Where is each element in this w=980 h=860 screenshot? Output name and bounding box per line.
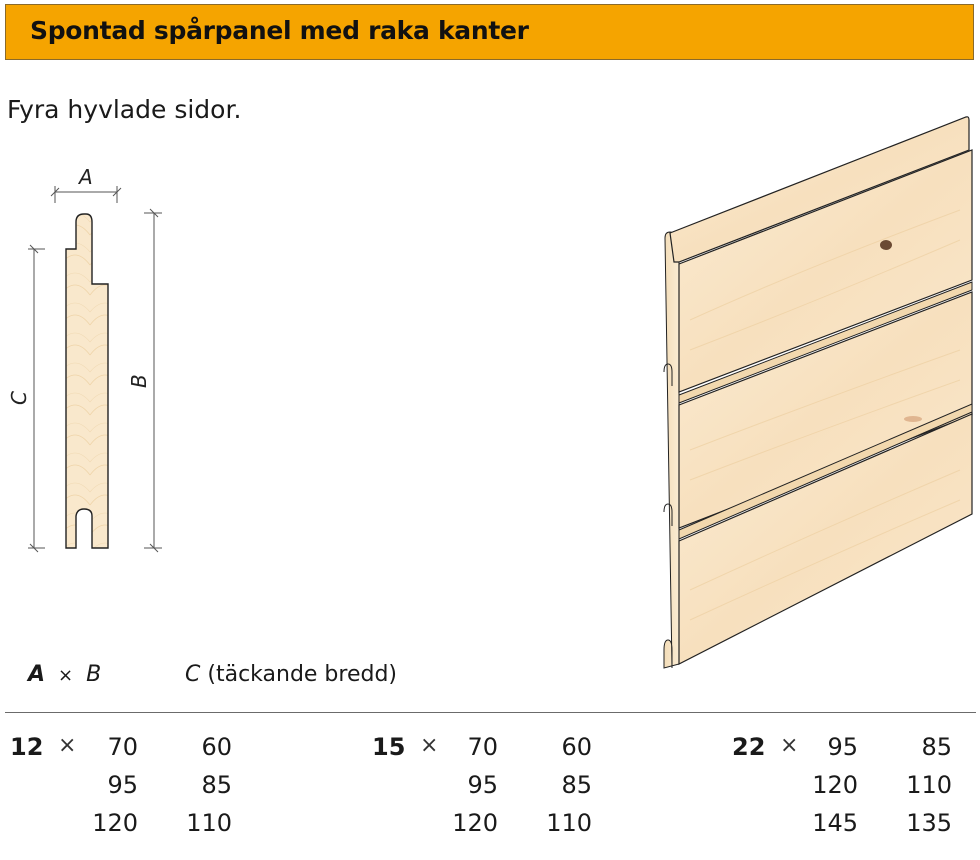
width-c: 85 <box>921 733 952 761</box>
header-c-desc: (täckande bredd) <box>207 662 398 687</box>
width-b: 70 <box>107 733 138 761</box>
width-c: 110 <box>546 809 592 837</box>
thickness-value: 22 <box>732 733 766 761</box>
times-sign: × <box>780 733 799 758</box>
width-b: 95 <box>107 771 138 799</box>
section-header: Spontad spårpanel med raka kanter <box>5 4 974 60</box>
label-c: C <box>7 391 31 405</box>
width-c: 85 <box>561 771 592 799</box>
width-c: 60 <box>201 733 232 761</box>
dimension-a <box>50 186 122 203</box>
width-c: 85 <box>201 771 232 799</box>
thickness-value: 15 <box>372 733 406 761</box>
panel-profile <box>65 213 109 549</box>
panel-illustration <box>663 116 973 669</box>
label-a: A <box>77 165 93 189</box>
table-divider <box>5 712 976 713</box>
width-c: 60 <box>561 733 592 761</box>
width-c: 110 <box>186 809 232 837</box>
cross-section-diagram: A C B <box>7 165 162 553</box>
label-b: B <box>127 374 151 388</box>
width-c: 110 <box>906 771 952 799</box>
column-header-c: C (täckande bredd) <box>185 662 397 687</box>
width-b: 120 <box>812 771 858 799</box>
description-text: Fyra hyvlade sidor. <box>7 95 242 124</box>
times-sign: × <box>58 733 77 758</box>
header-times: × <box>58 665 74 686</box>
width-b: 120 <box>452 809 498 837</box>
width-b: 95 <box>467 771 498 799</box>
width-b: 120 <box>92 809 138 837</box>
width-b: 70 <box>467 733 498 761</box>
width-c: 135 <box>906 809 952 837</box>
dimension-c <box>28 244 45 553</box>
section-title: Spontad spårpanel med raka kanter <box>30 16 529 45</box>
dimension-b <box>144 208 162 553</box>
width-b: 95 <box>827 733 858 761</box>
header-a: A <box>28 662 46 687</box>
wood-knot <box>880 240 892 250</box>
times-sign: × <box>420 733 439 758</box>
width-b: 145 <box>812 809 858 837</box>
header-c: C <box>185 662 201 687</box>
header-b: B <box>86 662 102 687</box>
column-header-ab: A × B <box>28 662 101 687</box>
thickness-value: 12 <box>10 733 44 761</box>
